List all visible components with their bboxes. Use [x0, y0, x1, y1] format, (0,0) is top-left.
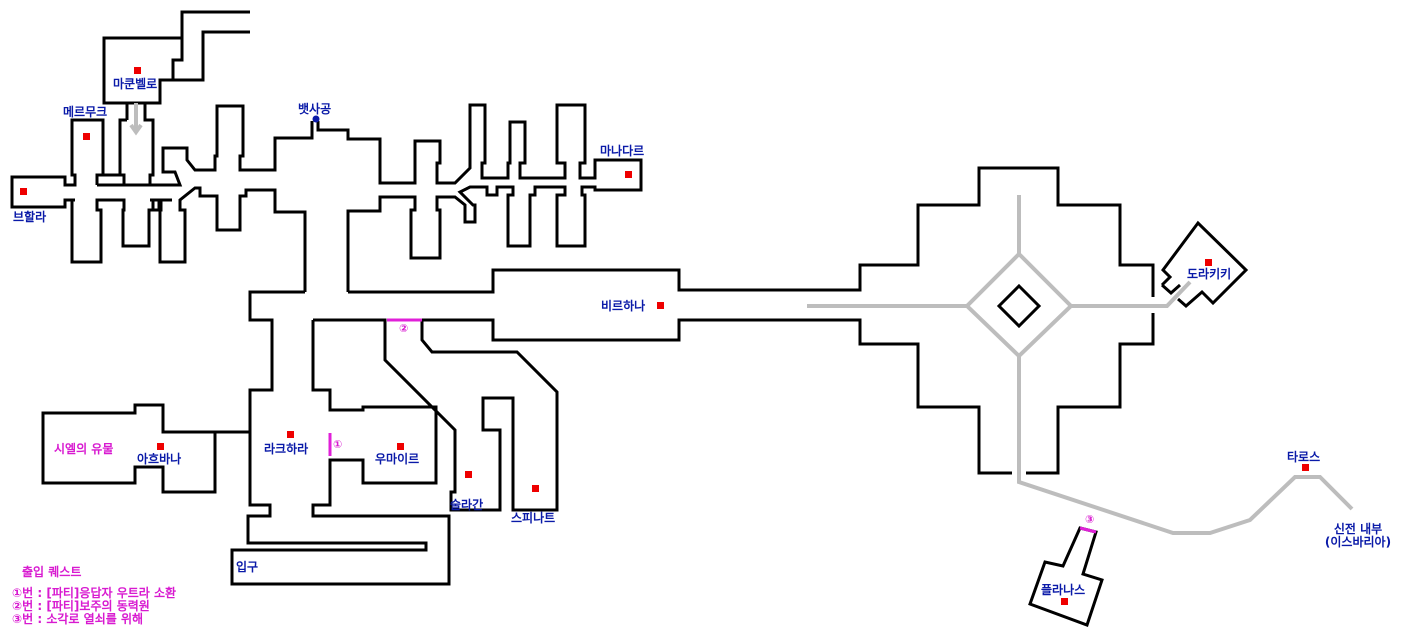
label-doraikiki: 도라키키: [1187, 267, 1232, 281]
legend-item-3: ③번 : 소각로 열쇠를 위해: [12, 612, 144, 626]
label-seupinateu: 스피나트: [511, 511, 556, 525]
label-taroseu: 타로스: [1287, 450, 1321, 464]
gate-3: [1079, 526, 1097, 534]
route-paths: [129, 103, 1354, 535]
quest-legend: 출입 퀘스트 ①번 : [파티]응답자 우트라 소환 ②번 : [파티]보주의 …: [12, 566, 176, 626]
gate-3-number: ③: [1085, 513, 1095, 526]
label-makunbello: 마쿤벨로: [113, 77, 158, 91]
label-bireuhana: 비르하나: [601, 299, 646, 313]
label-sinjeon-naebu: 신전 내부 (이스바리아): [1313, 523, 1403, 549]
marker-seupinateu: [532, 485, 539, 492]
marker-sullagan: [465, 471, 472, 478]
label-peullanaseu: 플라나스: [1041, 583, 1086, 597]
marker-mereumuku: [83, 133, 90, 140]
legend-title: 출입 퀘스트: [22, 565, 82, 579]
label-rakeuhara: 라크하라: [264, 442, 309, 456]
legend-item-1: ①번 : [파티]응답자 우트라 소환: [12, 586, 177, 600]
label-mereumuku: 메르무크: [63, 105, 108, 119]
marker-makunbello: [134, 67, 141, 74]
marker-doraikiki: [1205, 259, 1212, 266]
gate-1-number: ①: [333, 438, 343, 451]
marker-taroseu: [1302, 464, 1309, 471]
marker-manadareu: [625, 171, 632, 178]
label-ipgu: 입구: [236, 560, 259, 574]
quest-gates: [328, 318, 1097, 534]
marker-aheubana: [157, 443, 164, 450]
marker-beuhalla: [20, 188, 27, 195]
marker-beotsagong: [312, 115, 320, 123]
label-beotsagong: 뱃사공: [298, 102, 332, 116]
label-manadareu: 마나다르: [600, 144, 645, 158]
legend-item-2: ②번 : [파티]보주의 동력원: [12, 599, 150, 613]
label-umaireu: 우마이르: [375, 452, 420, 466]
marker-rakeuhara: [287, 431, 294, 438]
marker-bireuhana: [657, 302, 664, 309]
label-sinjeon-naebu-line2: (이스바리아): [1324, 535, 1392, 549]
label-sullagan: 술라간: [450, 498, 484, 512]
gate-2-number: ②: [399, 322, 409, 335]
label-beuhalla: 브할라: [13, 210, 47, 224]
npc-markers: [20, 67, 1309, 605]
label-sielui-yumul: 시엘의 유물: [54, 442, 114, 456]
label-aheubana: 아흐바나: [137, 452, 182, 466]
walls: [10, 10, 1249, 627]
marker-peullanaseu: [1061, 598, 1068, 605]
label-sinjeon-naebu-line1: 신전 내부: [1333, 522, 1383, 536]
marker-umaireu: [397, 443, 404, 450]
